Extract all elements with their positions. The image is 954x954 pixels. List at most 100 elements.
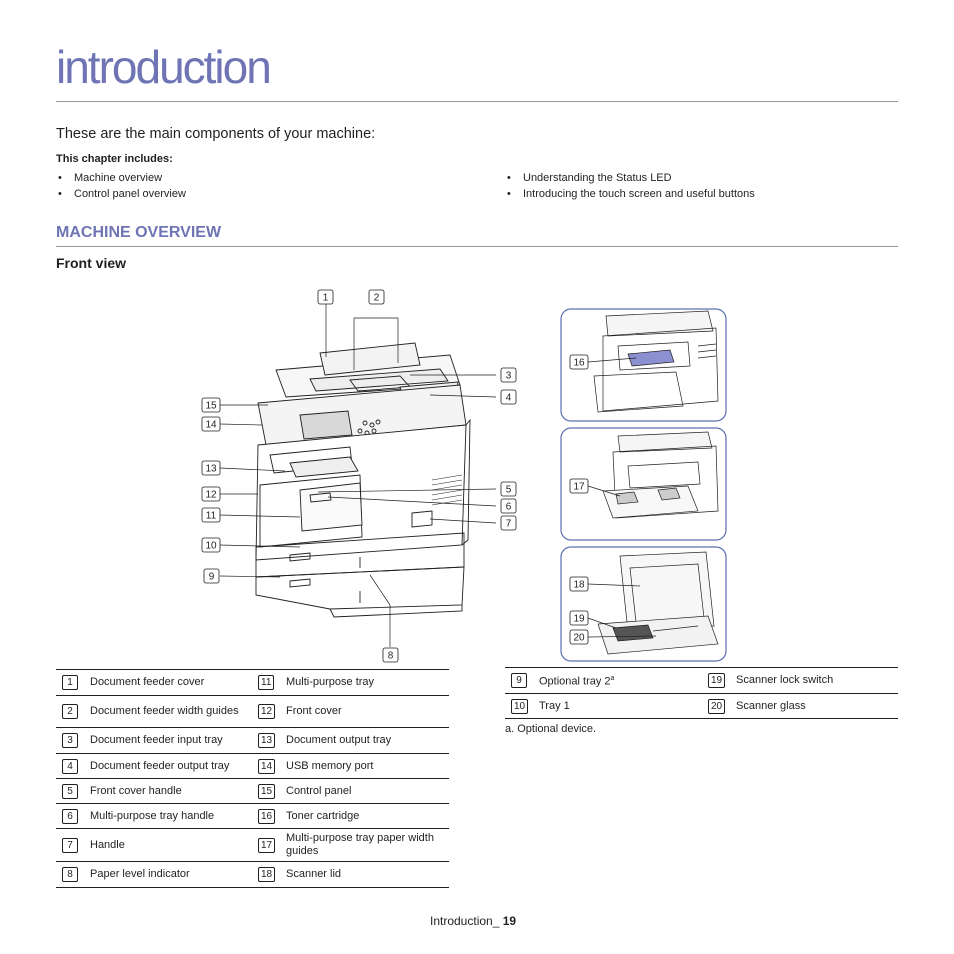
footer-label: Introduction_ — [430, 914, 503, 928]
item-number: 16 — [258, 808, 276, 824]
printer-front-illustration: 1 2 3 4 5 6 7 8 9 10 11 12 13 14 15 — [201, 289, 517, 663]
section-heading: MACHINE OVERVIEW — [56, 224, 222, 241]
item-number: 20 — [708, 698, 726, 714]
item-label: Control panel — [286, 778, 449, 804]
page-number: 19 — [502, 914, 517, 928]
svg-text:14: 14 — [205, 420, 217, 431]
item-label: Multi-purpose tray — [286, 669, 449, 696]
printer-drawing — [255, 342, 471, 618]
svg-text:2: 2 — [374, 293, 380, 304]
item-number: 5 — [62, 783, 78, 799]
item-label: Multi-purpose tray paper width guides — [286, 828, 449, 862]
item-number: 15 — [258, 783, 276, 799]
intro-text: These are the main components of your ma… — [56, 126, 376, 142]
item-number: 6 — [62, 808, 78, 824]
callout-2: 2 — [368, 289, 385, 305]
chapter-list-left: Machine overview Control panel overview — [56, 170, 186, 202]
footnote: a. Optional device. — [505, 723, 597, 735]
svg-text:4: 4 — [506, 393, 512, 404]
callout-5: 5 — [500, 481, 517, 497]
title-divider — [56, 101, 898, 102]
item-number: 19 — [708, 673, 726, 688]
item-label: USB memory port — [286, 753, 449, 779]
table-row: 10 Tray 1 20 Scanner glass — [505, 693, 898, 719]
section-divider — [56, 246, 898, 247]
callout-8: 8 — [382, 647, 399, 663]
item-number: 3 — [62, 733, 78, 748]
table-row: 9 Optional tray 2a 19 Scanner lock switc… — [505, 667, 898, 694]
item-number: 17 — [258, 837, 276, 853]
svg-text:10: 10 — [205, 541, 217, 552]
item-number: 12 — [258, 704, 276, 719]
item-label: Document feeder width guides — [90, 695, 252, 728]
item-number: 8 — [62, 867, 78, 882]
components-table-right: 9 Optional tray 2a 19 Scanner lock switc… — [505, 667, 898, 719]
item-label: Tray 1 — [539, 693, 702, 719]
svg-text:6: 6 — [506, 502, 512, 513]
item-number: 13 — [258, 733, 276, 748]
leader-lines — [219, 303, 497, 647]
chapter-link-machine-overview[interactable]: Machine overview — [56, 170, 186, 186]
item-label: Document feeder cover — [90, 669, 252, 696]
item-label: Document output tray — [286, 727, 449, 754]
item-label: Front cover handle — [90, 778, 252, 804]
table-row: 5 Front cover handle 15 Control panel — [56, 778, 449, 804]
item-label: Front cover — [286, 695, 449, 728]
callout-15: 15 — [201, 397, 221, 413]
item-label: Scanner glass — [736, 693, 898, 719]
svg-text:8: 8 — [388, 651, 394, 662]
item-number: 4 — [62, 758, 78, 774]
callout-18: 18 — [573, 580, 585, 591]
item-number: 1 — [62, 675, 78, 690]
inset-scanner-lid: 18 19 20 — [560, 546, 727, 662]
item-label: Toner cartridge — [286, 803, 449, 829]
callout-6: 6 — [500, 498, 517, 514]
callout-11: 11 — [201, 507, 221, 523]
item-number: 7 — [62, 837, 78, 853]
chapter-link-touch-screen[interactable]: Introducing the touch screen and useful … — [505, 186, 755, 202]
components-table-left: 1 Document feeder cover 11 Multi-purpose… — [56, 669, 449, 888]
item-label: Paper level indicator — [90, 861, 252, 888]
svg-text:9: 9 — [209, 572, 215, 583]
callout-17: 17 — [573, 482, 585, 493]
item-number: 9 — [511, 673, 527, 688]
item-label: Multi-purpose tray handle — [90, 803, 252, 829]
page-footer: Introduction_ 19 — [430, 914, 516, 928]
item-number: 11 — [258, 675, 275, 690]
item-label: Scanner lid — [286, 861, 449, 888]
chapter-link-status-led[interactable]: Understanding the Status LED — [505, 170, 755, 186]
svg-text:13: 13 — [205, 464, 217, 475]
item-label: Document feeder output tray — [90, 753, 252, 779]
table-row: 4 Document feeder output tray 14 USB mem… — [56, 753, 449, 779]
chapter-includes-label: This chapter includes: — [56, 153, 173, 165]
item-number: 10 — [511, 698, 529, 714]
callout-3: 3 — [500, 367, 517, 383]
svg-text:7: 7 — [506, 519, 512, 530]
footnote-marker[interactable]: a — [610, 675, 615, 683]
table-row: 2 Document feeder width guides 12 Front … — [56, 695, 449, 728]
sub-heading: Front view — [56, 255, 127, 271]
callout-19: 19 — [573, 614, 585, 625]
table-row: 7 Handle 17 Multi-purpose tray paper wid… — [56, 828, 449, 862]
chapter-list-right: Understanding the Status LED Introducing… — [505, 170, 755, 202]
chapter-link-control-panel-overview[interactable]: Control panel overview — [56, 186, 186, 202]
callout-13: 13 — [201, 460, 221, 476]
table-row: 1 Document feeder cover 11 Multi-purpose… — [56, 669, 449, 696]
item-number: 18 — [258, 867, 276, 882]
item-label: Optional tray 2a — [539, 667, 702, 694]
inset-toner-cartridge: 16 — [560, 308, 727, 422]
inset-mp-tray-guides: 17 — [560, 427, 727, 541]
callout-14: 14 — [201, 416, 221, 432]
table-row: 6 Multi-purpose tray handle 16 Toner car… — [56, 803, 449, 829]
callout-12: 12 — [201, 486, 221, 502]
item-number: 2 — [62, 704, 78, 719]
item-label: Scanner lock switch — [736, 667, 898, 694]
callout-10: 10 — [201, 537, 221, 553]
callout-7: 7 — [500, 515, 517, 531]
svg-text:5: 5 — [506, 485, 512, 496]
item-label: Document feeder input tray — [90, 727, 252, 754]
detail-insets: 16 17 18 19 20 — [560, 308, 727, 662]
page-title: introduction — [56, 41, 272, 93]
callout-16: 16 — [573, 358, 585, 369]
svg-text:12: 12 — [205, 490, 217, 501]
